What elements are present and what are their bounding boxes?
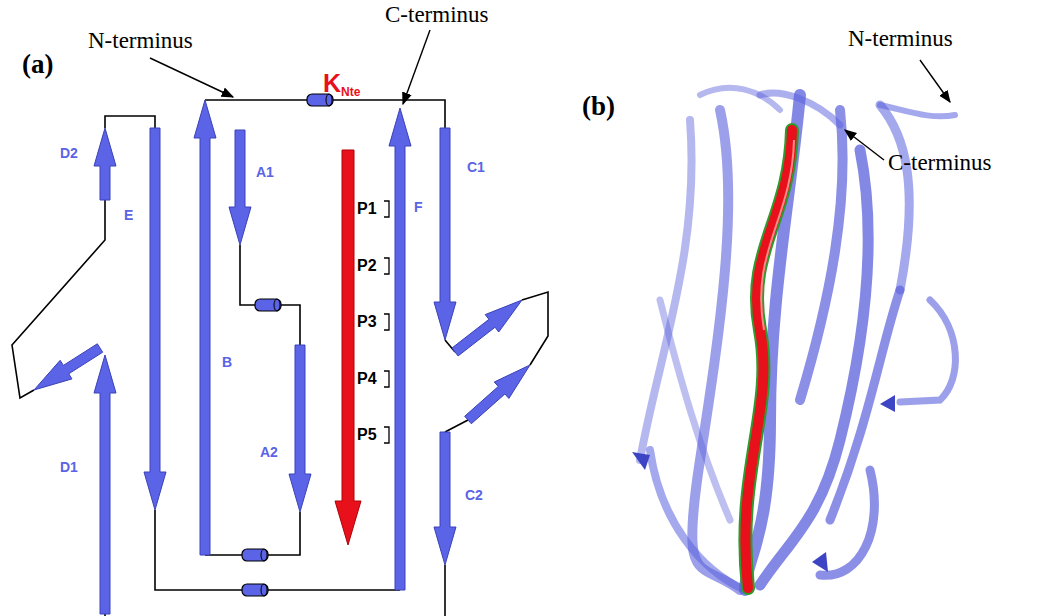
protein-ribbon <box>830 290 900 520</box>
loop-line <box>240 245 300 345</box>
loop-line <box>155 510 400 590</box>
peptide-subscript: Nte <box>341 86 360 99</box>
position-bracket <box>384 314 389 330</box>
terminus-label: N-terminus <box>88 28 193 53</box>
position-bracket <box>384 371 389 387</box>
beta-strand-arrow <box>94 355 116 614</box>
position-bracket <box>384 427 389 443</box>
peptide-label: K <box>323 70 341 98</box>
leader-arrow <box>845 130 884 160</box>
terminus-label: N-terminus <box>848 26 953 51</box>
beta-strand-arrow <box>465 365 530 424</box>
protein-ribbon <box>820 470 874 575</box>
protein-ribbon <box>800 110 843 400</box>
panel-label: (a) <box>22 50 53 80</box>
position-label: P4 <box>357 370 377 388</box>
helix-cylinder <box>242 549 268 561</box>
terminus-label: C-terminus <box>888 150 992 175</box>
strand-label: A1 <box>256 165 274 180</box>
loop-line <box>12 200 105 398</box>
loop-line <box>445 420 468 432</box>
terminus-label: C-terminus <box>385 2 489 27</box>
protein-ribbon <box>900 300 955 402</box>
leader-arrow <box>403 30 430 104</box>
protein-ribbon <box>880 105 955 116</box>
beta-strand-arrow <box>389 108 411 590</box>
helix-cylinder <box>242 584 268 596</box>
position-label: P5 <box>357 426 377 444</box>
strand-label: D1 <box>60 460 78 475</box>
strand-label: E <box>124 208 133 223</box>
loop-line <box>444 565 446 616</box>
panel-label: (b) <box>582 92 615 122</box>
beta-strand-arrow <box>289 345 311 512</box>
position-bracket <box>384 201 389 217</box>
beta-strand-arrow <box>144 128 166 510</box>
position-label: P2 <box>357 257 377 275</box>
beta-strand-arrow <box>194 100 216 555</box>
ribbon-arrowhead <box>812 552 828 572</box>
helix-cylinder <box>255 299 281 311</box>
protein-ribbon <box>660 300 730 520</box>
strand-label: C2 <box>465 488 483 503</box>
peptide-highlight <box>761 140 794 330</box>
beta-strand-arrow <box>229 130 251 245</box>
beta-strand-arrow <box>434 128 456 340</box>
ribbon-arrowhead <box>880 395 895 412</box>
strand-label: B <box>222 355 232 370</box>
position-bracket <box>384 258 389 274</box>
leader-arrow <box>150 58 233 97</box>
strand-label: D2 <box>60 146 78 161</box>
strand-label: C1 <box>467 160 485 175</box>
protein-ribbon <box>640 120 692 460</box>
ribbon-arrowhead <box>632 452 650 470</box>
leader-arrow <box>920 60 950 102</box>
beta-strand-arrow <box>34 344 103 390</box>
loop-line <box>522 292 548 365</box>
beta-strand-arrow <box>94 128 116 200</box>
beta-strand-arrow <box>452 300 522 356</box>
position-label: P1 <box>357 200 377 218</box>
protein-ribbon <box>880 105 909 290</box>
strand-label: A2 <box>260 445 278 460</box>
protein-ribbon <box>745 95 800 590</box>
strand-label: F <box>414 200 423 215</box>
loop-line <box>105 116 155 128</box>
beta-strand-arrow <box>434 432 456 565</box>
protein-ribbon <box>700 88 780 110</box>
position-label: P3 <box>357 313 377 331</box>
